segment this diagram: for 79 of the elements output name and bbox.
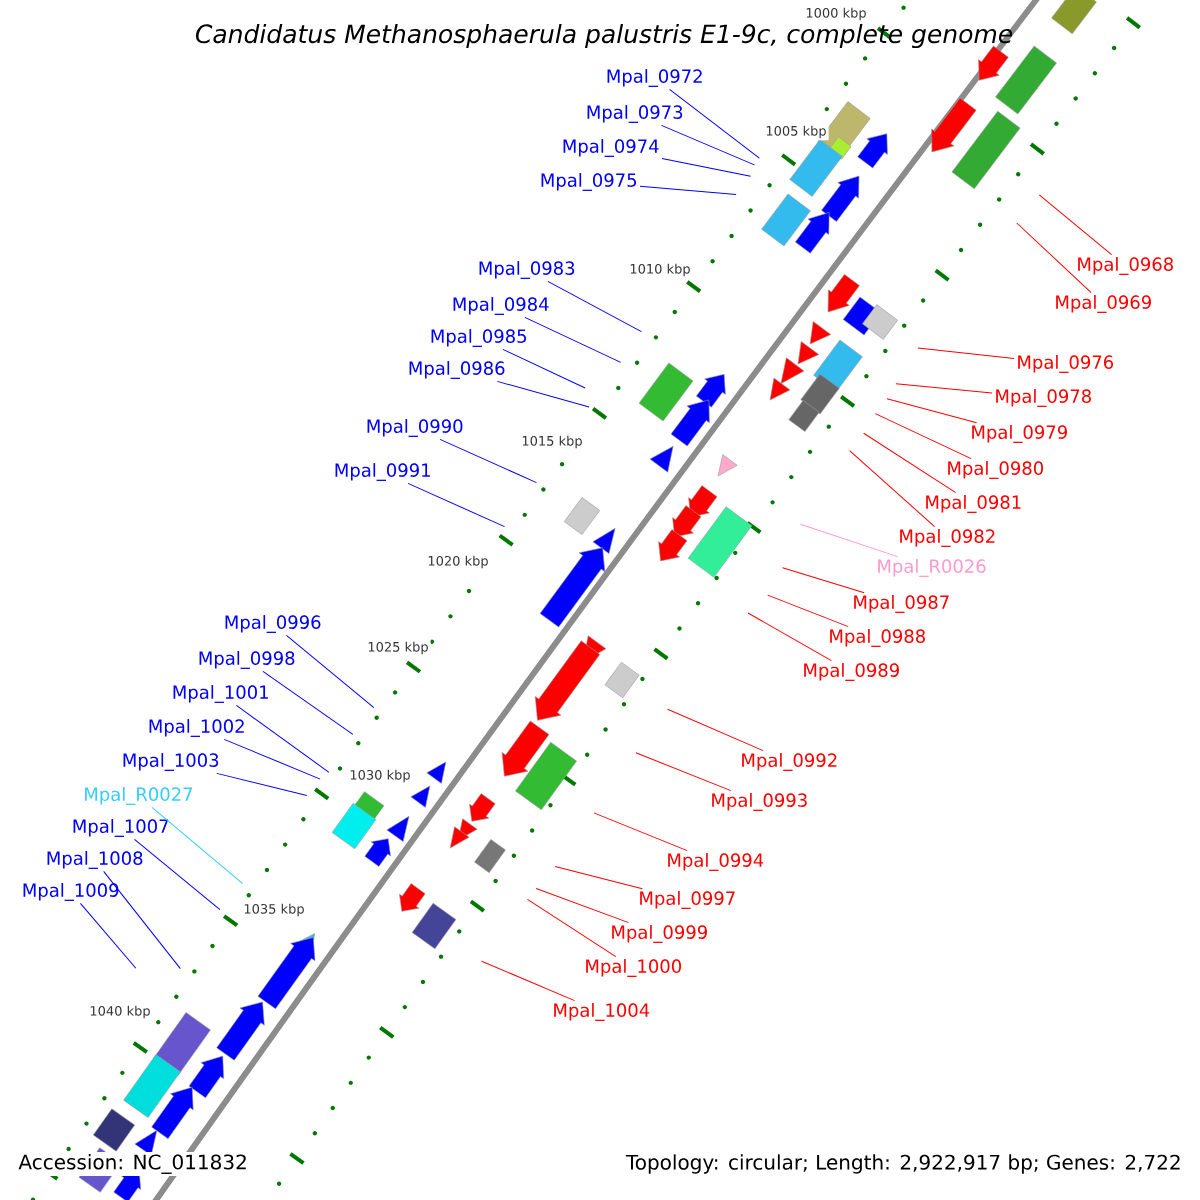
- gene-label: Mpal_0985: [431, 329, 527, 347]
- leader-line: [285, 634, 375, 709]
- leader-line: [667, 708, 764, 752]
- gene-label: Mpal_0984: [453, 297, 549, 315]
- gene-label: Mpal_1004: [554, 1003, 650, 1021]
- leader-line: [661, 157, 752, 177]
- leader-line: [262, 670, 354, 735]
- gene-label: Mpal_0997: [640, 891, 735, 909]
- leader-line: [874, 413, 972, 460]
- leader-line: [799, 523, 899, 558]
- leader-line: [547, 280, 642, 333]
- gene-label: Mpal_0986: [409, 361, 505, 379]
- leader-line: [235, 704, 330, 773]
- leader-line: [917, 347, 1015, 359]
- leader-line: [554, 866, 643, 890]
- gene-label: Mpal_0998: [199, 651, 295, 669]
- leader-line: [524, 316, 622, 363]
- gene-label: Mpal_0988: [830, 629, 925, 647]
- gene-label: Mpal_0990: [367, 419, 463, 437]
- title: Candidatus Methanosphaerula palustris E1-9c, complete genome: [195, 23, 1013, 49]
- gene-label: Mpal_0981: [926, 495, 1021, 513]
- gene-label: Mpal_R0027: [85, 787, 193, 805]
- leader-line: [635, 752, 732, 792]
- gene-label: Mpal_0994: [668, 853, 764, 871]
- leader-line: [535, 887, 630, 924]
- leader-line: [669, 88, 760, 159]
- gene-label: Mpal_0974: [563, 139, 659, 157]
- gene-label: Mpal_0996: [225, 615, 321, 633]
- leader-line: [886, 398, 978, 424]
- gene-label: Mpal_0980: [948, 461, 1043, 479]
- gene-label: Mpal_0982: [900, 529, 995, 547]
- leader-line: [767, 594, 849, 628]
- leader-line: [502, 348, 586, 389]
- gene-label: Mpal_0975: [541, 173, 637, 191]
- leader-line: [639, 185, 737, 195]
- leader-line: [103, 870, 181, 970]
- leader-line: [849, 450, 936, 528]
- leader-line: [151, 806, 243, 884]
- gene-label: Mpal_R0026: [878, 559, 986, 577]
- leader-line: [1038, 194, 1113, 256]
- gene-label: Mpal_0976: [1018, 355, 1114, 373]
- leader-line: [526, 898, 617, 958]
- leader-line: [223, 738, 321, 780]
- gene-label: Mpal_1003: [123, 753, 219, 771]
- gene-label: Mpal_0972: [607, 69, 702, 87]
- gene-label: Mpal_0983: [479, 261, 575, 279]
- gene-label: Mpal_1007: [73, 819, 169, 837]
- gene-label: Mpal_0979: [972, 425, 1067, 443]
- gene-label: Mpal_0973: [587, 105, 683, 123]
- leader-line: [134, 838, 221, 911]
- leader-line: [216, 772, 308, 797]
- leader-line: [481, 960, 576, 1002]
- gene-label: Mpal_0999: [612, 925, 707, 943]
- leader-line: [747, 612, 832, 662]
- genome-info-text: Topology: circular; Length: 2,922,917 bp; Genes: 2,722: [623, 1152, 1184, 1176]
- leader-line: [782, 567, 865, 594]
- gene-label: Mpal_1000: [586, 959, 681, 977]
- gene-label: Mpal_1002: [149, 719, 244, 737]
- leader-line: [895, 383, 993, 394]
- gene-label: Mpal_0969: [1056, 295, 1151, 313]
- leader-line: [79, 902, 137, 969]
- leader-line: [496, 380, 590, 408]
- leader-line: [1016, 222, 1092, 294]
- gene-label: Mpal_1001: [173, 685, 268, 703]
- gene-label: Mpal_1009: [23, 883, 119, 901]
- gene-label: Mpal_1008: [47, 851, 143, 869]
- gene-label: Mpal_0992: [742, 753, 837, 771]
- gene-label: Mpal_0989: [804, 663, 899, 681]
- leader-line: [660, 124, 755, 166]
- leader-line: [407, 482, 505, 528]
- leader-line: [863, 432, 957, 494]
- gene-label: Mpal_0978: [996, 389, 1091, 407]
- leader-line: [439, 438, 538, 484]
- gene-label: Mpal_0987: [854, 595, 949, 613]
- gene-label: Mpal_0991: [335, 463, 430, 481]
- leader-line: [593, 812, 688, 852]
- gene-label: Mpal_0993: [712, 793, 807, 811]
- gene-label: Mpal_0968: [1078, 257, 1173, 275]
- accession-text: Accession: NC_011832: [16, 1152, 250, 1176]
